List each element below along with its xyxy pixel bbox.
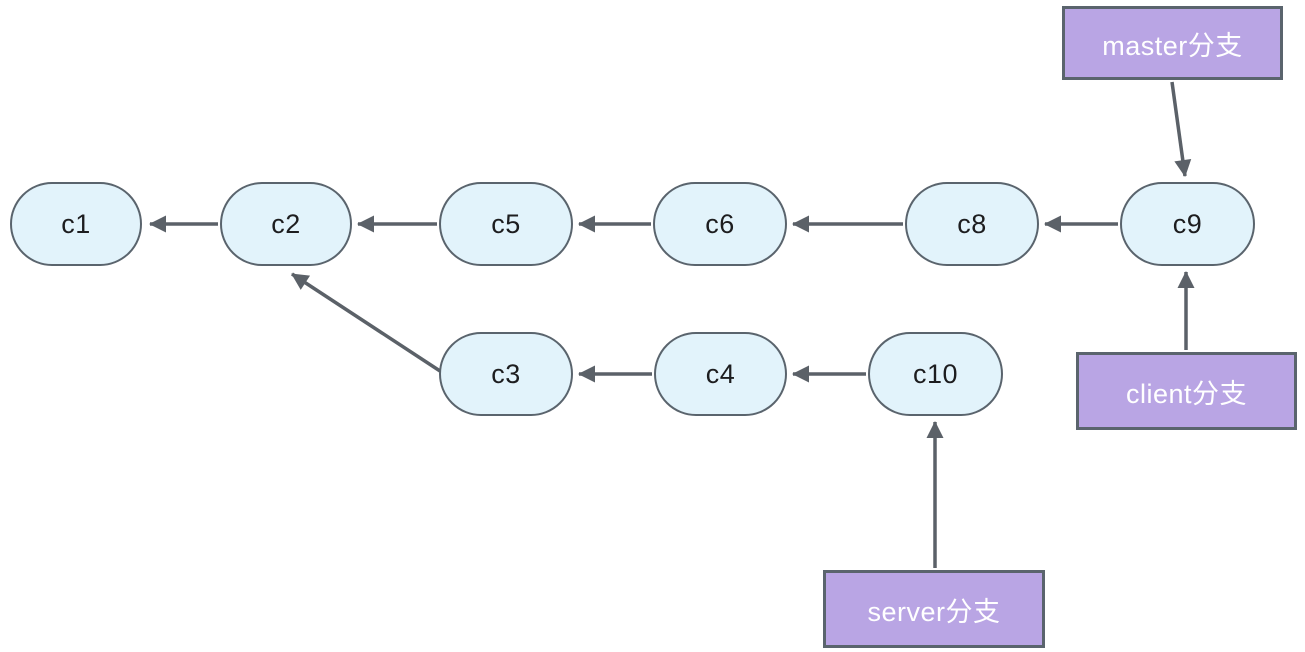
edge-master-to-c9: [1170, 81, 1192, 177]
commit-node-c6: c6: [653, 182, 787, 266]
commit-node-c8: c8: [905, 182, 1039, 266]
commit-node-c4: c4: [654, 332, 787, 416]
branch-label-server: server分支: [823, 570, 1045, 648]
commit-node-c1: c1: [10, 182, 142, 266]
commit-node-c2: c2: [220, 182, 352, 266]
commit-node-c3: c3: [439, 332, 573, 416]
branch-label-master: master分支: [1062, 6, 1283, 80]
edge-c3-to-c2: [291, 272, 441, 373]
branch-label-client: client分支: [1076, 352, 1297, 430]
commit-node-c5: c5: [439, 182, 573, 266]
commit-node-c9: c9: [1120, 182, 1255, 266]
commit-node-c10: c10: [868, 332, 1003, 416]
